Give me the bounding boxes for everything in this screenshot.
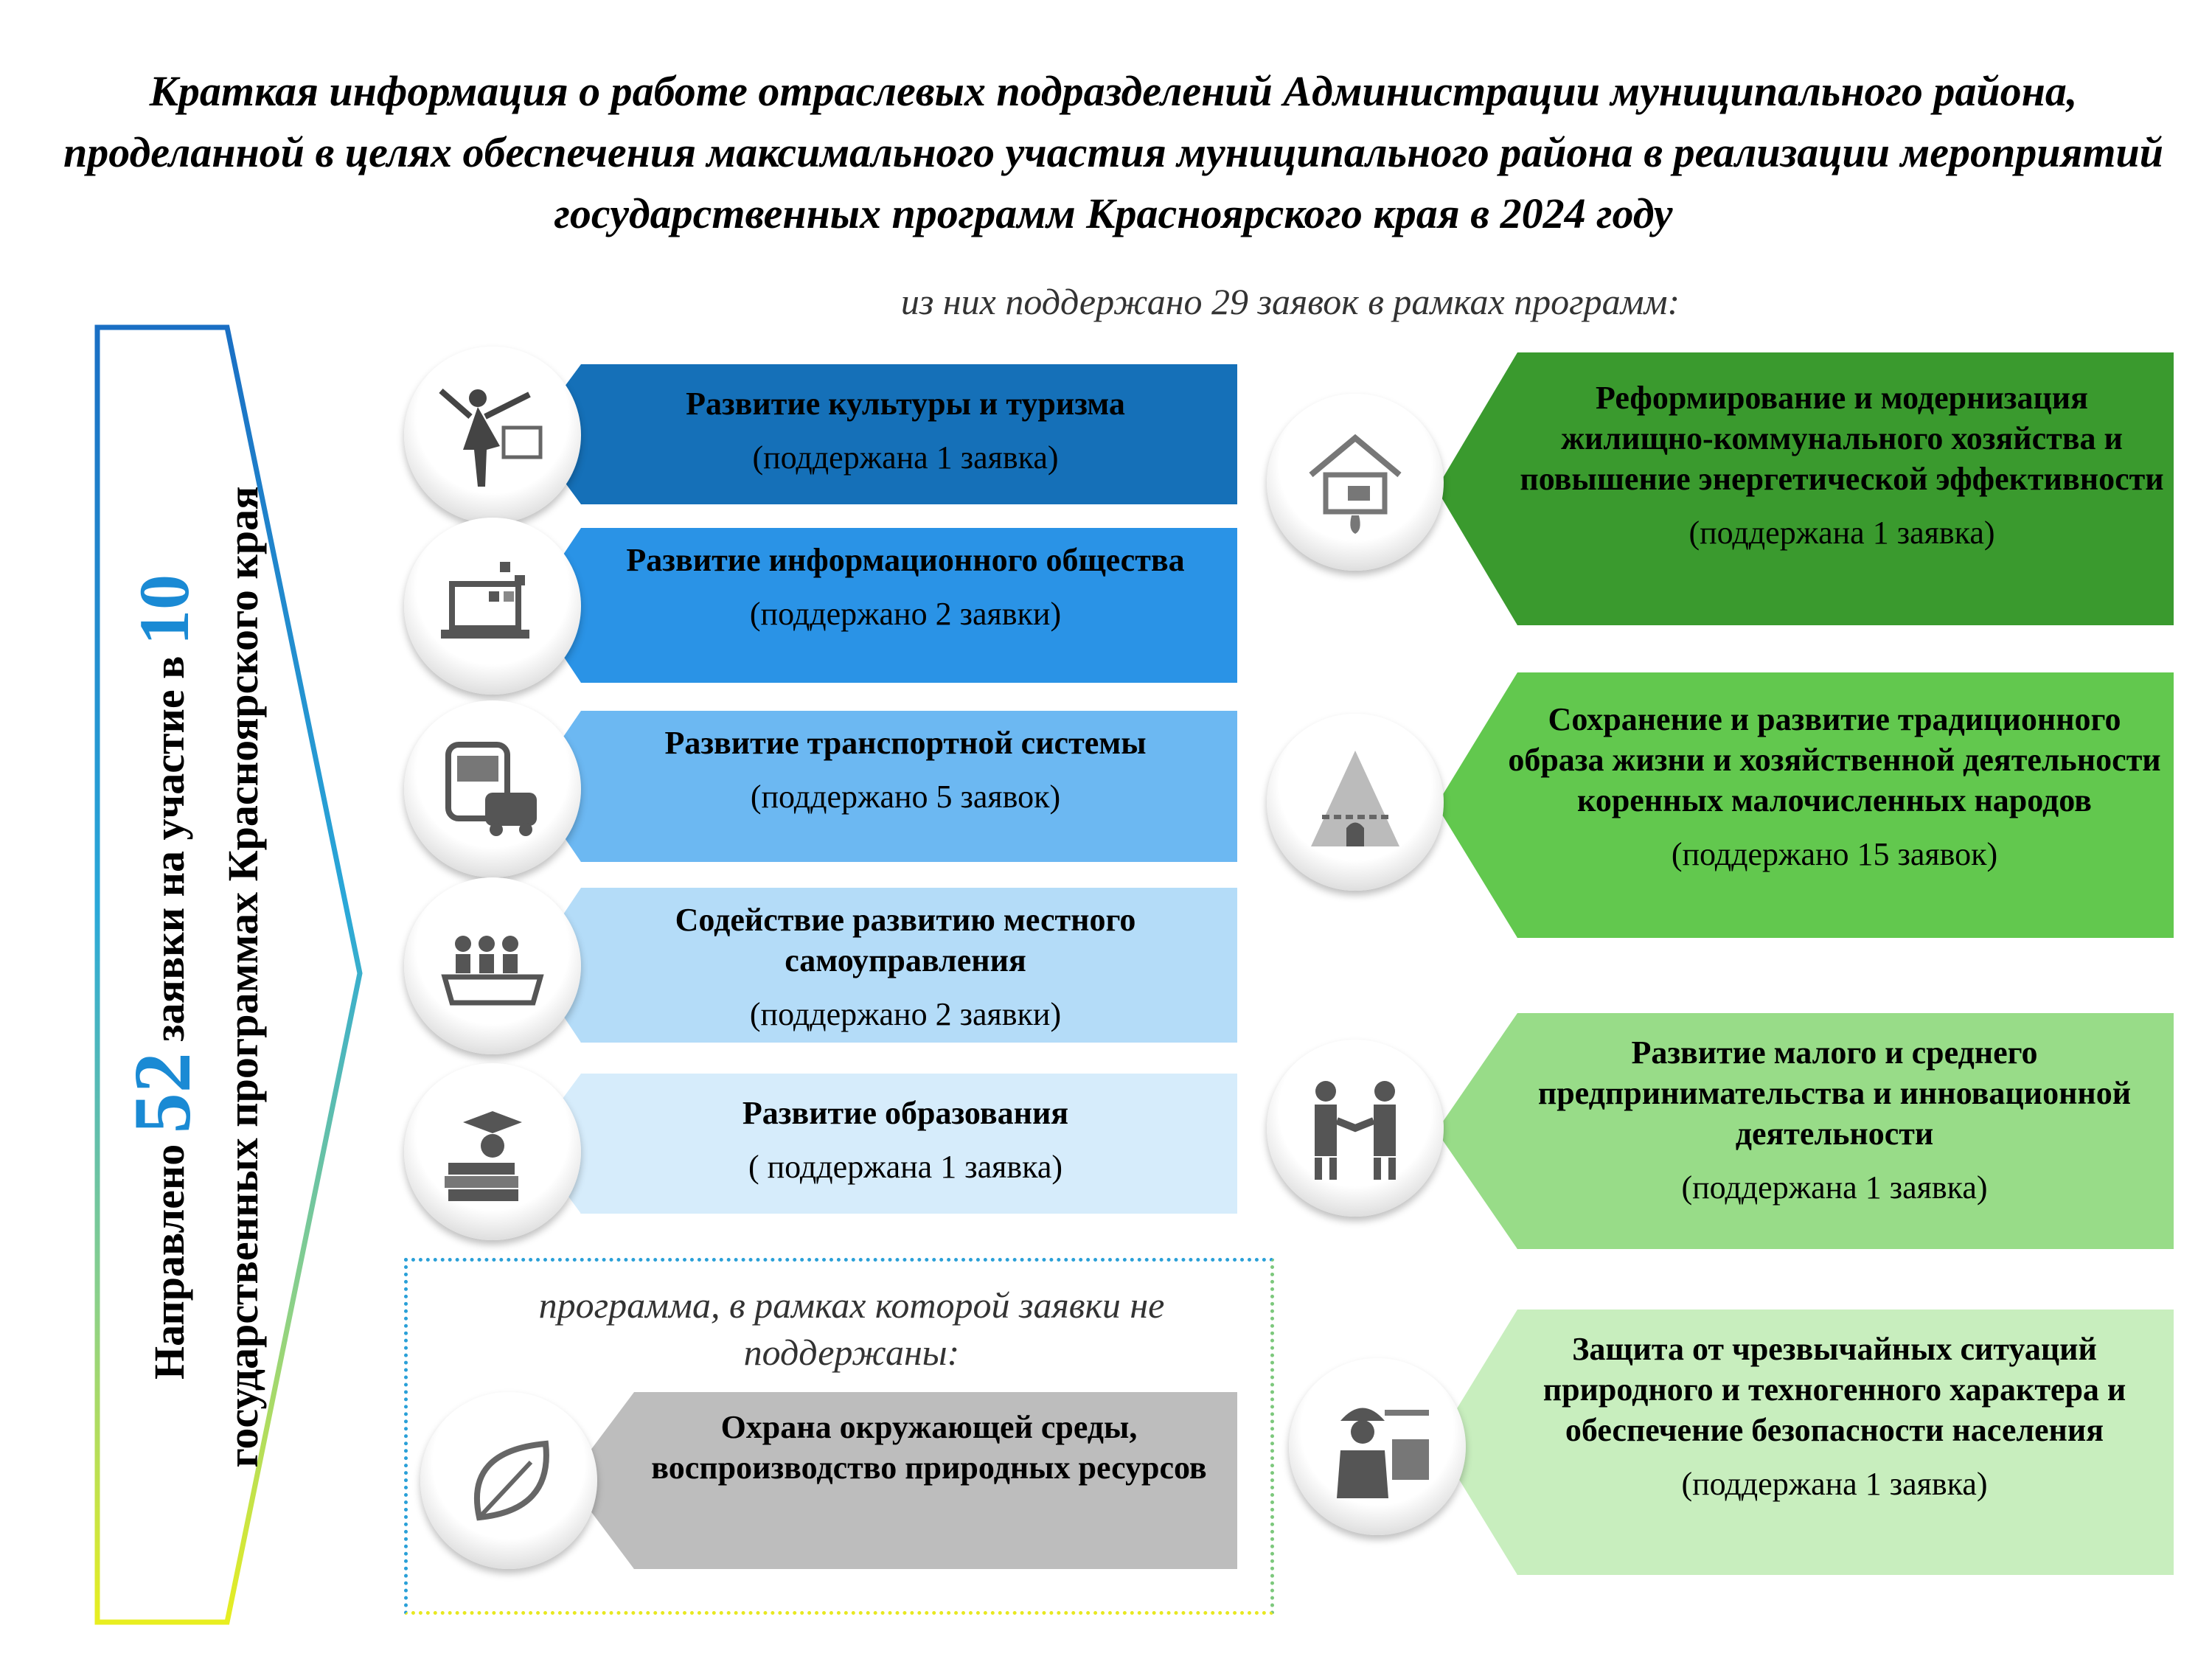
program-status: (поддержана 1 заявка) [1688,515,1995,551]
program-housing-utilities: Реформирование и модернизация жилищно-ко… [1267,349,2181,630]
tent-icon [1267,714,1444,891]
meeting-icon [404,877,581,1054]
program-band [529,364,1237,504]
program-name: Развитие транспортной системы [664,725,1147,761]
summary-text: Направлено 52 заявки на участие в 10 гос… [117,486,267,1468]
program-band [1436,672,2174,938]
leaf-icon [420,1392,597,1569]
program-status: (поддержана 1 заявка) [1681,1169,1988,1206]
summary-banner [94,324,375,1630]
program-name: Развитие образования [742,1095,1069,1131]
unsupported-box [404,1258,1274,1615]
program-small-business: Развитие малого и среднего предпринимате… [1267,1010,2181,1253]
page-title: Краткая информация о работе отраслевых п… [63,67,2164,237]
program-name: Охрана окружающей среды, воспроизводство… [651,1409,1207,1486]
program-status: (поддержана 1 заявка) [752,439,1059,476]
unsupported-label: программа, в рамках которой заявки не по… [538,1284,1165,1373]
culture-dancer-icon [404,347,581,524]
handshake-icon [1267,1040,1444,1217]
supported-subtitle: из них поддержано 29 заявок в рамках про… [900,281,1680,322]
programs-count: 10 [125,574,204,645]
submitted-count: 52 [117,1052,207,1134]
program-status: (поддержана 1 заявка) [1681,1466,1988,1502]
program-band [529,1074,1237,1214]
program-band [529,528,1237,683]
program-transport: Развитие транспортной системы (поддержан… [404,700,1237,877]
program-environment: Охрана окружающей среды, воспроизводство… [420,1385,1237,1576]
program-culture: Развитие культуры и туризма (поддержана … [404,347,1237,524]
program-name: Защита от чрезвычайных ситуаций природно… [1543,1331,2126,1448]
program-band [568,1392,1237,1569]
program-status: (поддержано 5 заявок) [750,779,1061,815]
program-information-society: Развитие информационного общества (подде… [404,518,1237,695]
program-education: Развитие образования ( поддержана 1 заяв… [404,1063,1237,1240]
program-emergency-protection: Защита от чрезвычайных ситуаций природно… [1267,1307,2181,1579]
program-status: (поддержано 2 заявки) [749,596,1062,632]
program-band [1436,352,2174,625]
program-status: (поддержано 15 заявок) [1671,836,1998,872]
program-name: Развитие информационного общества [626,542,1185,578]
firefighter-icon [1289,1358,1466,1535]
program-name: Реформирование и модернизация жилищно-ко… [1520,380,2164,497]
program-status: (поддержано 2 заявки) [749,996,1062,1032]
bus-car-icon [404,700,581,877]
program-indigenous-peoples: Сохранение и развитие традиционного обра… [1267,669,2181,942]
program-name: Содействие развитию местного самоуправле… [675,902,1136,978]
house-tap-icon [1267,394,1444,571]
program-local-government: Содействие развитию местного самоуправле… [404,877,1237,1054]
program-status: ( поддержана 1 заявка) [748,1149,1063,1185]
education-icon [404,1063,581,1240]
program-name: Развитие культуры и туризма [686,386,1125,422]
program-band [529,711,1237,862]
program-band [529,888,1237,1043]
program-band [1436,1310,2174,1575]
laptop-icon [404,518,581,695]
program-name: Развитие малого и среднего предпринимате… [1537,1034,2132,1152]
program-name: Сохранение и развитие традиционного обра… [1508,701,2161,818]
program-band [1436,1013,2174,1249]
